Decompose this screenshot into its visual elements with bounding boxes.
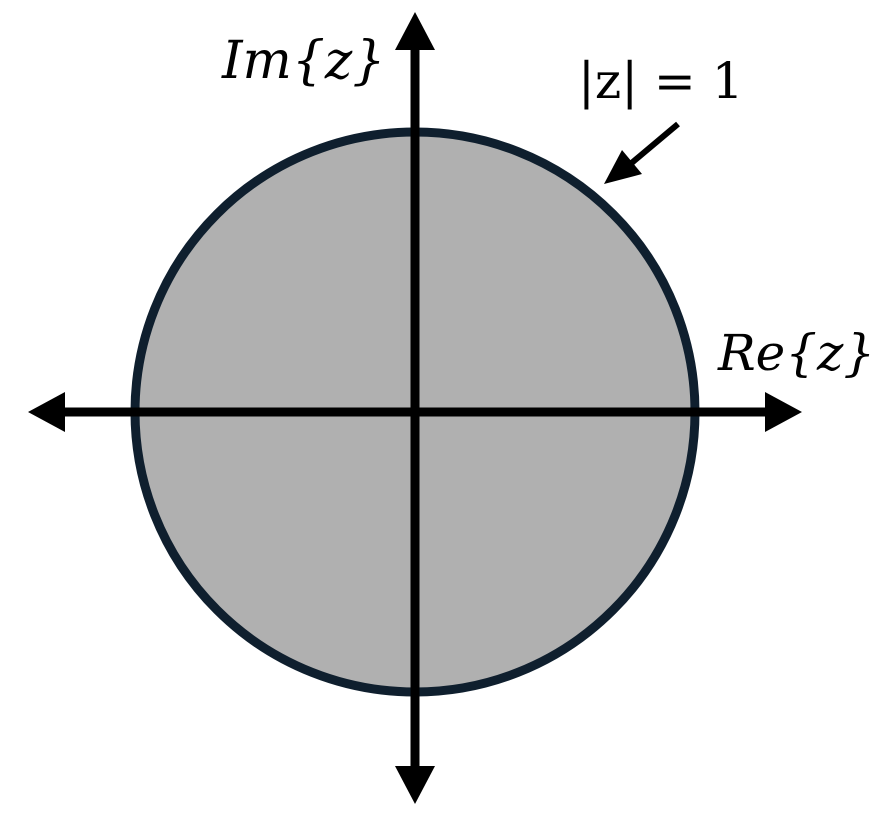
real-axis-left-arrowhead (28, 392, 65, 432)
imaginary-axis-bottom-arrowhead (395, 766, 435, 804)
imaginary-axis-top-arrowhead (395, 12, 435, 50)
circle-pointer-arrow (604, 121, 680, 184)
circle-pointer-line (626, 121, 680, 169)
unit-circle-label: |z| = 1 (578, 52, 744, 110)
imaginary-axis-label: Im{z} (221, 31, 385, 91)
real-axis-label: Re{z} (717, 324, 875, 382)
circle-pointer-arrowhead (604, 150, 642, 184)
real-axis-right-arrowhead (765, 392, 802, 432)
imaginary-axis (395, 12, 435, 804)
